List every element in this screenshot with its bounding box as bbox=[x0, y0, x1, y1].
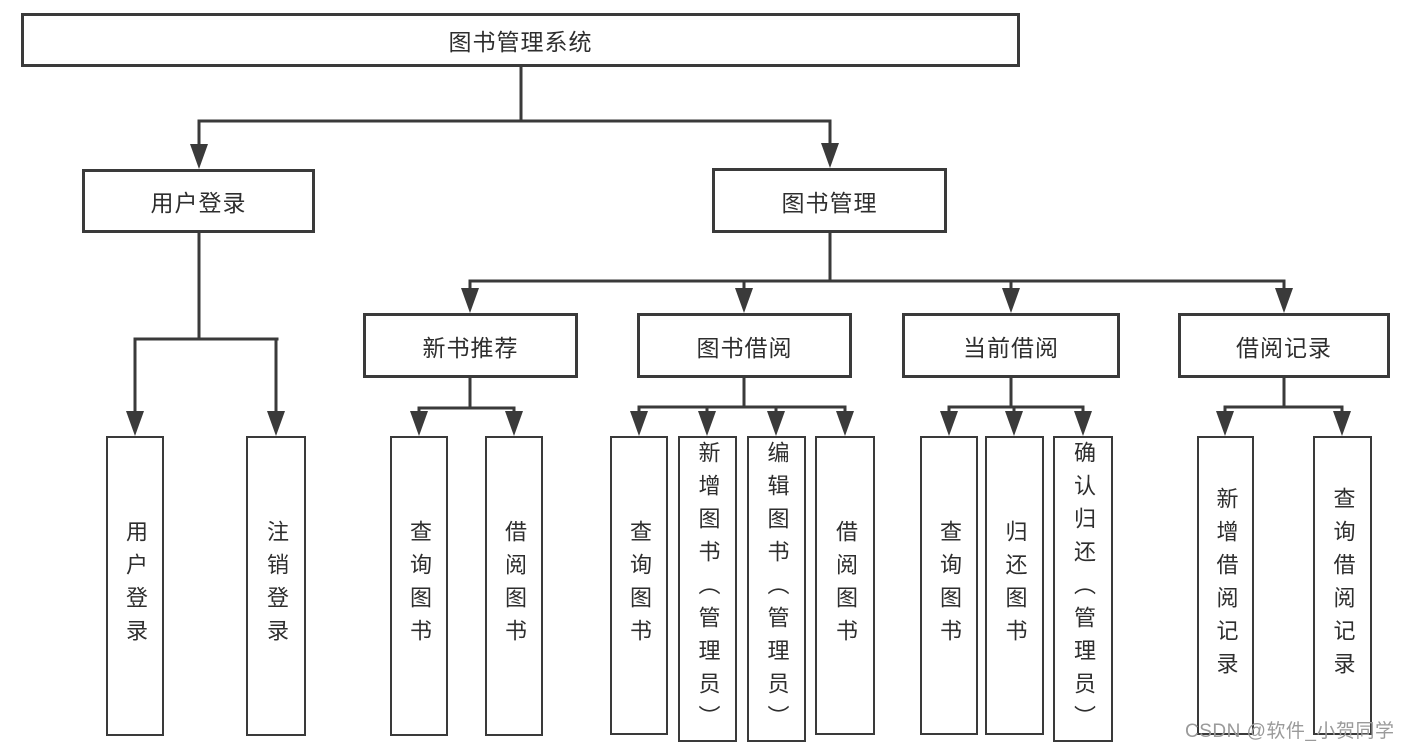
node-user-login: 用户登录 bbox=[82, 169, 315, 233]
node-book-borrow: 图书借阅 bbox=[637, 313, 852, 378]
leaf-edit-book-admin-label: 编辑图书（管理员） bbox=[764, 440, 790, 738]
edge-book-mgmt-to-level3 bbox=[461, 233, 1293, 313]
leaf-user-login-label: 用户登录 bbox=[123, 520, 148, 652]
node-book-borrow-label: 图书借阅 bbox=[696, 334, 793, 361]
leaf-borrow-query-book: 查询图书 bbox=[610, 436, 668, 735]
edge-current-borrow-to-children bbox=[940, 378, 1092, 436]
node-current-borrow: 当前借阅 bbox=[902, 313, 1120, 378]
node-book-mgmt: 图书管理 bbox=[712, 168, 947, 233]
leaf-query-borrow-record: 查询借阅记录 bbox=[1313, 436, 1372, 735]
leaf-edit-book-admin: 编辑图书（管理员） bbox=[747, 436, 806, 742]
leaf-logout-label: 注销登录 bbox=[264, 520, 289, 652]
leaf-borrow-borrow-book: 借阅图书 bbox=[815, 436, 875, 735]
leaf-current-query-book-label: 查询图书 bbox=[937, 519, 962, 652]
leaf-add-borrow-record: 新增借阅记录 bbox=[1197, 436, 1254, 735]
leaf-new-book-borrow-book: 借阅图书 bbox=[485, 436, 543, 736]
leaf-add-borrow-record-label: 新增借阅记录 bbox=[1213, 486, 1239, 685]
leaf-new-book-query-book: 查询图书 bbox=[390, 436, 448, 736]
leaf-new-book-borrow-book-label: 借阅图书 bbox=[502, 520, 527, 652]
leaf-return-book: 归还图书 bbox=[985, 436, 1044, 735]
leaf-user-login: 用户登录 bbox=[106, 436, 164, 736]
node-current-borrow-label: 当前借阅 bbox=[963, 334, 1059, 361]
leaf-query-borrow-record-label: 查询借阅记录 bbox=[1330, 486, 1356, 685]
edge-root-to-level2 bbox=[190, 67, 839, 169]
leaf-add-book-admin: 新增图书（管理员） bbox=[678, 436, 737, 742]
csdn-watermark: CSDN @软件_小贺同学 bbox=[1185, 721, 1395, 742]
edge-new-book-to-children bbox=[410, 378, 523, 436]
leaf-logout: 注销登录 bbox=[246, 436, 306, 736]
node-new-book-recommend: 新书推荐 bbox=[363, 313, 578, 378]
node-root-label: 图书管理系统 bbox=[448, 29, 593, 55]
leaf-add-book-admin-label: 新增图书（管理员） bbox=[695, 440, 721, 738]
edge-borrow-record-to-children bbox=[1216, 378, 1351, 436]
node-book-mgmt-label: 图书管理 bbox=[781, 189, 878, 216]
edge-book-borrow-to-children bbox=[630, 378, 854, 436]
leaf-borrow-query-book-label: 查询图书 bbox=[627, 519, 652, 652]
leaf-confirm-return-admin-label: 确认归还（管理员） bbox=[1071, 440, 1096, 738]
leaf-return-book-label: 归还图书 bbox=[1002, 519, 1028, 652]
leaf-borrow-borrow-book-label: 借阅图书 bbox=[833, 519, 858, 652]
leaf-confirm-return-admin: 确认归还（管理员） bbox=[1053, 436, 1113, 742]
node-root: 图书管理系统 bbox=[21, 13, 1020, 67]
node-user-login-label: 用户登录 bbox=[150, 190, 247, 216]
edge-user-login-to-children bbox=[126, 233, 285, 436]
node-borrow-record: 借阅记录 bbox=[1178, 313, 1390, 378]
leaf-current-query-book: 查询图书 bbox=[920, 436, 978, 735]
node-new-book-recommend-label: 新书推荐 bbox=[422, 334, 519, 361]
leaf-new-book-query-book-label: 查询图书 bbox=[407, 520, 432, 652]
node-borrow-record-label: 借阅记录 bbox=[1236, 334, 1332, 361]
